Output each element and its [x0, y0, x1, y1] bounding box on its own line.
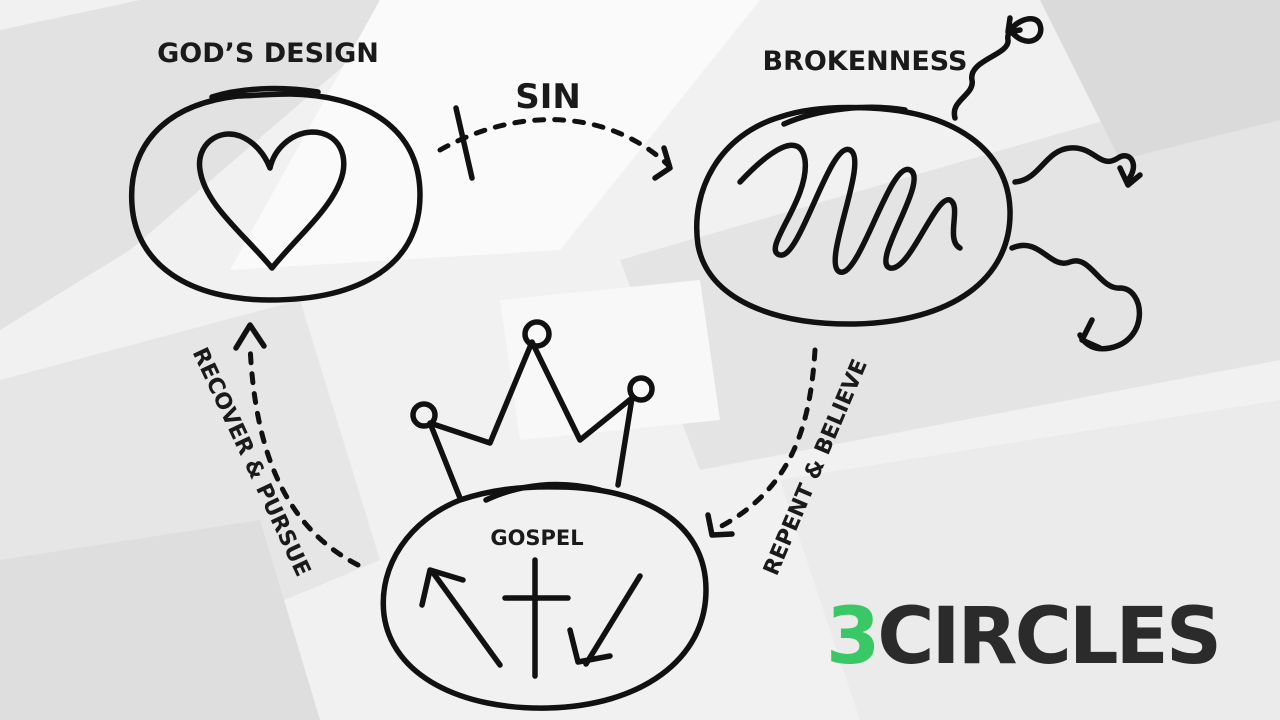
recover-pursue-edge: RECOVER & PURSUE: [187, 322, 361, 581]
brokenness-label: BROKENNESS: [762, 46, 967, 77]
wavy-arrow-icon: [1012, 145, 1143, 188]
brokenness-circle-overstroke: [781, 104, 908, 127]
crown-icon: [427, 339, 635, 501]
sin-break-mark: [453, 105, 475, 181]
brokenness-node: BROKENNESS: [694, 15, 1143, 352]
wavy-arrow-icon: [1009, 242, 1143, 352]
brokenness-circle: [694, 104, 1013, 327]
repent-dashed-arrow: [715, 347, 818, 531]
crown-jewel-center: [522, 319, 552, 349]
wavy-arrow-icon: [951, 15, 1044, 121]
sin-edge: SIN: [437, 77, 673, 181]
heart-icon: [196, 129, 347, 271]
arrow-up-left-icon: [419, 567, 503, 668]
recover-arrowhead: [233, 322, 267, 351]
sin-label: SIN: [515, 77, 581, 117]
crown-jewel-right: [627, 375, 655, 403]
recover-dashed-arrow: [247, 342, 361, 568]
gospel-label: GOSPEL: [490, 526, 583, 550]
gospel-circle-overstroke: [483, 481, 603, 503]
sin-dashed-arrow: [437, 117, 671, 168]
gods-design-circle: [128, 91, 423, 303]
cross-icon: [502, 557, 571, 679]
gospel-node: GOSPEL: [380, 319, 709, 711]
gods-design-circle-overstroke: [209, 85, 321, 100]
gods-design-node: GOD’S DESIGN: [128, 38, 423, 303]
arrow-down-right-icon: [567, 573, 643, 667]
brand-word: CIRCLES: [877, 592, 1222, 682]
gods-design-label: GOD’S DESIGN: [157, 38, 379, 69]
squiggle-icon: [737, 142, 963, 275]
repent-believe-edge: REPENT & BELIEVE: [705, 347, 873, 579]
brand-number: 3: [826, 592, 880, 682]
repent-arrowhead: [705, 512, 735, 538]
crown-jewel-left: [410, 401, 438, 429]
brand-logo: 3CIRCLES: [826, 597, 1222, 677]
repent-believe-label: REPENT & BELIEVE: [759, 356, 873, 579]
sin-arrowhead: [652, 145, 673, 181]
